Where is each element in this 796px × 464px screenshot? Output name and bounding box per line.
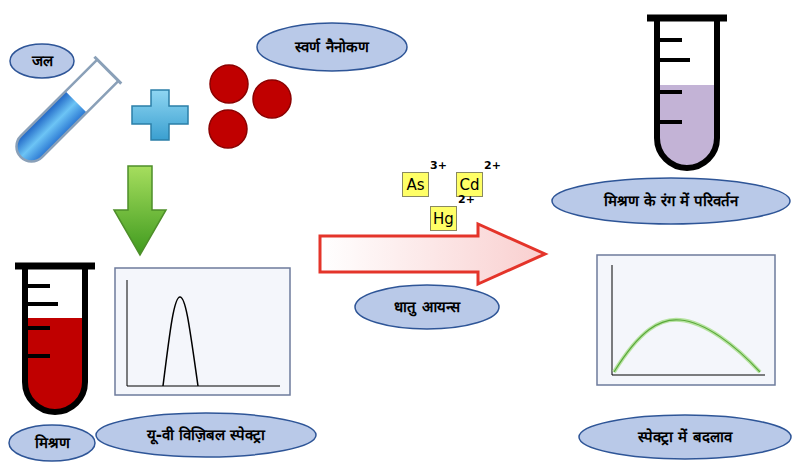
down-arrow (114, 166, 166, 255)
ion-charge: 2+ (458, 193, 475, 206)
changed-spectrum-chart (597, 255, 775, 385)
node-label: स्वर्ण नैनोकण (295, 38, 368, 56)
changed-test-tube (647, 18, 727, 168)
mixture-test-tube (15, 266, 95, 412)
node-label: मिश्रण के रंग में परिवर्तन (604, 192, 739, 210)
reaction-arrow (320, 224, 545, 284)
ion-symbol: Cd (460, 176, 480, 194)
ion-charge: 2+ (484, 159, 501, 172)
plus-sign (132, 90, 188, 140)
label-ellipse: यू-वी विज़िबल स्पेक्ट्रा (95, 412, 317, 458)
label-ellipse: मिश्रण के रंग में परिवर्तन (551, 177, 791, 225)
label-ellipse: धातु आयन्स (354, 284, 500, 330)
node-label: जल (32, 52, 53, 70)
label-ellipse: स्वर्ण नैनोकण (256, 22, 408, 72)
ion-box: Hg2+ (430, 206, 457, 231)
ion-symbol: Hg (433, 210, 454, 228)
node-label: मिश्रण (35, 434, 70, 452)
uv-vis-chart (115, 268, 290, 395)
label-ellipse: जल (9, 43, 75, 79)
nanoparticles (209, 65, 291, 148)
label-ellipse: स्पेक्ट्रा में बदलाव (578, 414, 792, 460)
label-ellipse: मिश्रण (8, 424, 96, 462)
node-label: स्पेक्ट्रा में बदलाव (638, 428, 731, 446)
ion-symbol: As (406, 176, 424, 194)
node-label: यू-वी विज़िबल स्पेक्ट्रा (147, 426, 266, 444)
ion-charge: 3+ (430, 159, 447, 172)
ion-box: As3+ (402, 172, 429, 197)
node-label: धातु आयन्स (394, 298, 459, 316)
